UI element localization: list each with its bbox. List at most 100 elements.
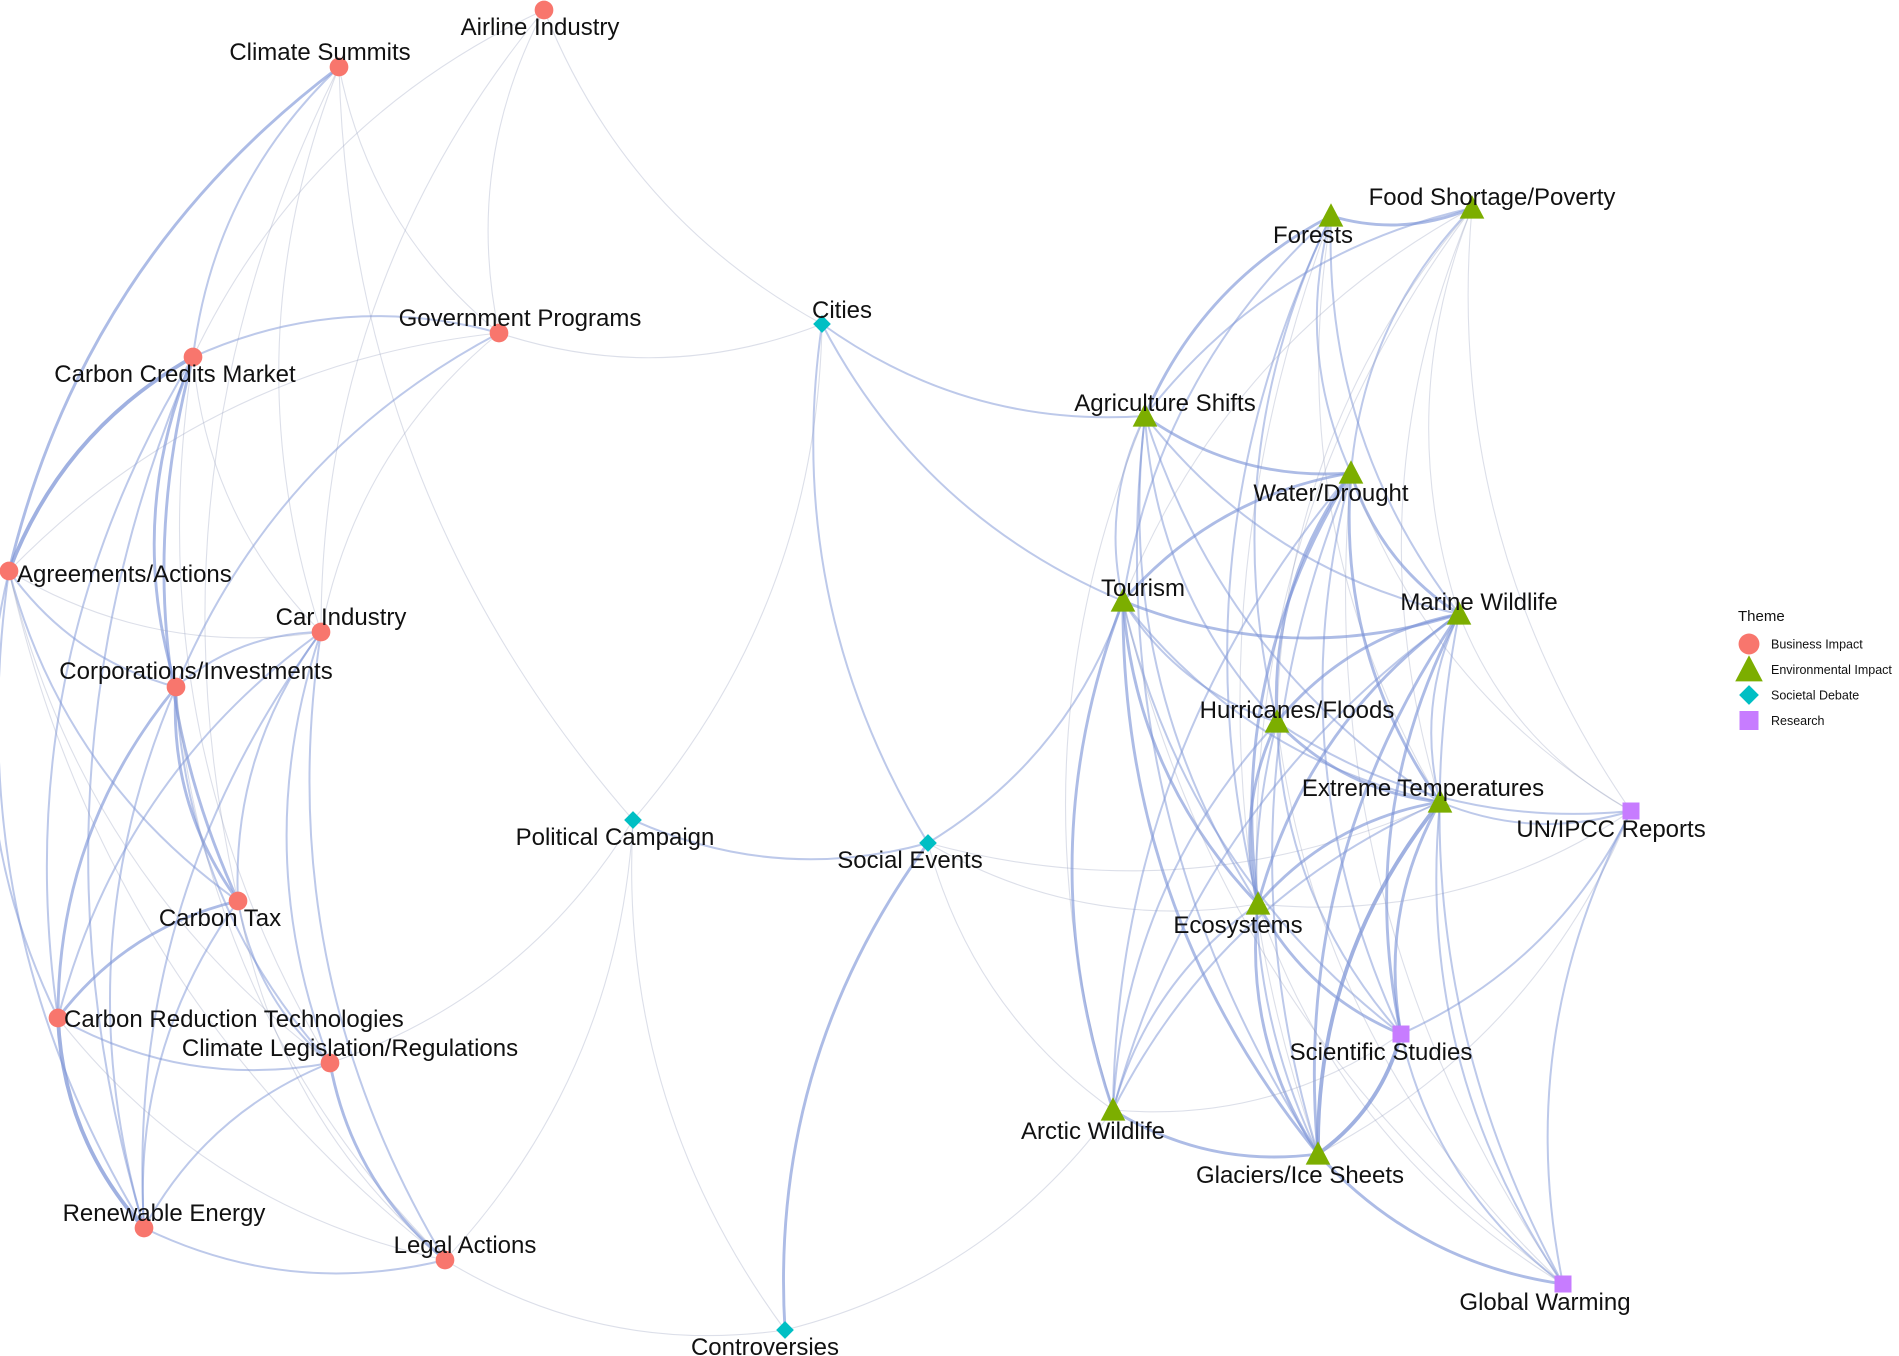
edge-forests-marine — [1329, 215, 1460, 615]
edge-summits-ccm — [192, 66, 340, 358]
node-arctic — [1100, 1097, 1126, 1121]
edge-summits-polcamp — [338, 66, 634, 821]
edge-marine-hurr — [1275, 612, 1461, 724]
node-label-summits: Climate Summits — [229, 39, 410, 66]
edge-renew-legal — [143, 1227, 446, 1275]
edge-car-corp — [175, 631, 322, 688]
node-marker-triangle — [1459, 195, 1485, 219]
legend-label: Research — [1771, 714, 1825, 728]
edge-hurr-un — [1276, 721, 1632, 815]
node-marker-circle — [166, 677, 186, 697]
node-label-airline: Airline Industry — [461, 14, 620, 41]
edge-water-un — [1350, 472, 1632, 812]
edge-agree-renew — [0, 570, 145, 1229]
edge-agree-crt — [0, 570, 59, 1019]
node-marker-triangle — [1446, 601, 1472, 625]
edge-govprog-car — [320, 332, 500, 633]
edge-social-tourism — [927, 600, 1124, 844]
edge-forests-tourism — [1122, 215, 1332, 602]
node-hurr — [1264, 709, 1290, 733]
node-extreme — [1427, 789, 1453, 813]
legend-key-circle — [1738, 633, 1760, 655]
legend-key-triangle — [1735, 655, 1763, 682]
edge-airline-car — [320, 9, 545, 633]
edge-summits-car — [278, 66, 340, 633]
edge-govprog-ccm — [192, 315, 500, 358]
node-label-ctax: Carbon Tax — [159, 905, 281, 932]
node-marker-triangle — [1245, 891, 1271, 915]
legend-item-business: Business Impact — [1738, 633, 1863, 655]
edge-ccm-car — [192, 356, 322, 633]
edge-agree-cleg — [8, 570, 331, 1064]
edge-glaciers-un — [1317, 810, 1632, 1155]
node-label-un: UN/IPCC Reports — [1516, 816, 1705, 843]
edge-hurr-arctic — [1112, 721, 1278, 1111]
edge-cities-agri — [821, 323, 1146, 419]
edge-forests-food — [1329, 206, 1474, 227]
edge-sci-un — [1400, 810, 1632, 1035]
edge-eco-sci — [1256, 902, 1403, 1036]
edge-extreme-gw — [1435, 801, 1564, 1285]
edge-contro-arctic — [784, 1109, 1114, 1331]
edge-govprog-corp — [175, 332, 500, 688]
node-agree — [0, 561, 19, 581]
edge-arctic-glaciers — [1111, 1108, 1320, 1159]
edge-agri-arctic — [1064, 415, 1146, 1111]
node-label-tourism: Tourism — [1101, 575, 1185, 602]
edge-car-cleg — [285, 631, 331, 1064]
edge-tourism-sci — [1122, 600, 1402, 1035]
edge-govprog-cities — [498, 323, 823, 359]
legend-title: Theme — [1738, 608, 1785, 625]
node-marker-circle — [435, 1250, 455, 1270]
node-label-water: Water/Drought — [1253, 480, 1409, 507]
edge-ctax-renew — [141, 900, 239, 1229]
node-un — [1622, 802, 1640, 820]
node-forests — [1318, 203, 1344, 227]
edge-social-extreme — [927, 801, 1441, 872]
legend-label: Business Impact — [1771, 638, 1863, 652]
edge-food-water — [1350, 207, 1473, 474]
node-label-contro: Controversies — [691, 1334, 839, 1356]
edge-water-marine — [1349, 471, 1461, 616]
edge-corp-ctax — [173, 685, 240, 903]
node-label-cities: Cities — [812, 297, 872, 324]
node-label-glaciers: Glaciers/Ice Sheets — [1196, 1162, 1404, 1189]
edge-marine-un — [1458, 613, 1632, 812]
edge-marine-gw — [1438, 613, 1564, 1285]
node-ccm — [183, 347, 203, 367]
node-label-extreme: Extreme Temperatures — [1302, 775, 1544, 802]
edge-glaciers-gw — [1316, 1152, 1565, 1286]
edge-polcamp-social — [632, 819, 929, 861]
node-agri — [1132, 403, 1158, 427]
edge-summits-ctax — [204, 66, 340, 902]
edge-hurr-eco — [1248, 720, 1279, 906]
edge-sci-gw — [1400, 1033, 1564, 1285]
node-label-marine: Marine Wildlife — [1400, 589, 1557, 616]
edge-agri-glaciers — [1135, 415, 1319, 1155]
legend-label: Societal Debate — [1771, 689, 1859, 703]
edge-marine-arctic — [1112, 613, 1460, 1111]
edge-social-contro — [782, 841, 930, 1332]
node-crt — [48, 1008, 68, 1028]
edge-airline-ccm — [192, 9, 545, 358]
edge-food-agri — [1144, 207, 1473, 417]
edge-ctax-legal — [237, 900, 446, 1261]
legend-label: Environmental Impact — [1771, 663, 1892, 677]
edge-car-legal — [308, 631, 446, 1261]
edge-forests-eco — [1226, 215, 1332, 905]
edge-car-crt — [57, 631, 322, 1019]
node-corp — [166, 677, 186, 697]
node-label-polcamp: Political Campaign — [516, 824, 715, 851]
node-marker-square — [1622, 802, 1640, 820]
legend-key-diamond — [1739, 685, 1759, 705]
node-marker-circle — [228, 891, 248, 911]
edge-tourism-extreme — [1122, 600, 1441, 803]
node-label-legal: Legal Actions — [394, 1232, 537, 1259]
edge-water-glaciers — [1271, 472, 1352, 1155]
edges-layer — [0, 9, 1632, 1337]
edge-food-tourism — [1122, 207, 1473, 602]
node-label-ccm: Carbon Credits Market — [54, 361, 296, 388]
edge-tourism-eco — [1121, 599, 1260, 906]
